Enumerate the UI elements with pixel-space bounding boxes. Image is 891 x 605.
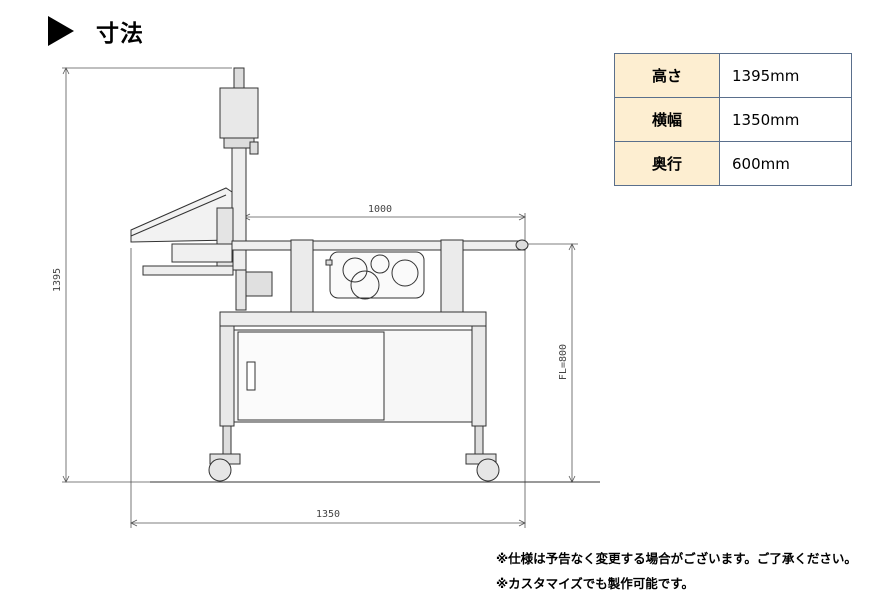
height-dimension-label: 1395 bbox=[52, 268, 63, 292]
spec-row-width: 横幅 1350mm bbox=[614, 97, 852, 142]
section-title: 寸法 bbox=[96, 21, 144, 47]
section-heading: 寸法 bbox=[48, 14, 144, 48]
dimension-lines bbox=[62, 67, 600, 528]
spec-table: 高さ 1395mm 横幅 1350mm 奥行 600mm bbox=[614, 53, 852, 186]
note-customization: ※カスタマイズでも製作可能です。 bbox=[496, 576, 695, 591]
spec-label: 奥行 bbox=[614, 141, 720, 186]
spec-row-depth: 奥行 600mm bbox=[614, 141, 852, 186]
play-triangle-icon bbox=[48, 16, 74, 46]
conveyor-dimension-label: 1000 bbox=[368, 204, 392, 215]
spec-value: 1395mm bbox=[719, 53, 852, 98]
note-spec-change: ※仕様は予告なく変更する場合がございます。ご了承ください。 bbox=[496, 551, 857, 566]
spec-row-height: 高さ 1395mm bbox=[614, 53, 852, 98]
spec-value: 600mm bbox=[719, 141, 852, 186]
floor-level-label: FL=800 bbox=[558, 344, 569, 380]
spec-value: 1350mm bbox=[719, 97, 852, 142]
spec-label: 高さ bbox=[614, 53, 720, 98]
width-dimension-label: 1350 bbox=[316, 509, 340, 520]
machine-body bbox=[130, 67, 600, 483]
